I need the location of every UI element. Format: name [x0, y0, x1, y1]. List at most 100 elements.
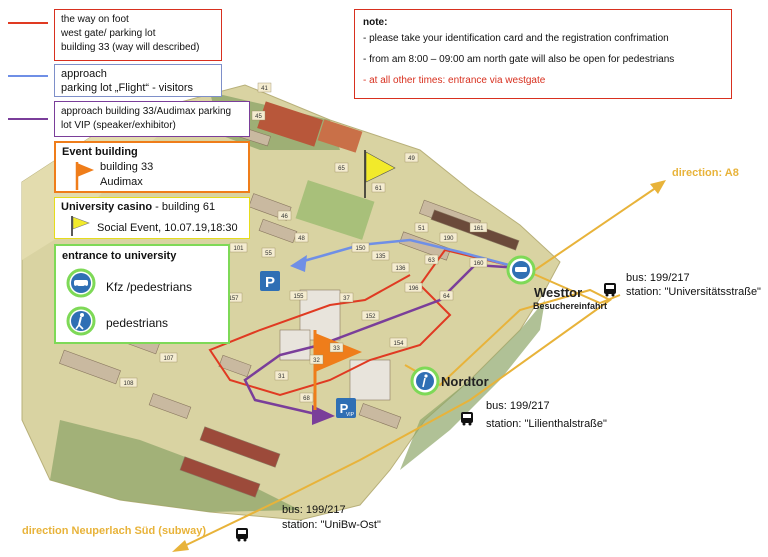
- legend-visitors-line-2: parking lot „Flight“ - visitors: [61, 82, 194, 94]
- legend-event-box: Event building building 33 Audimax: [54, 141, 250, 193]
- legend-vip-line-2: lot VIP (speaker/exhibitor): [61, 120, 176, 131]
- route-vip: [243, 263, 521, 417]
- legend-entrance-pedestrians: pedestrians: [106, 316, 169, 330]
- building-number: 45: [255, 114, 262, 120]
- parking-vip-letter: P: [340, 401, 349, 416]
- building-number-tag: 45: [251, 110, 266, 121]
- building-number-tag: 68: [299, 392, 314, 403]
- pedestrian-entrance-icon: [66, 306, 96, 336]
- westtor-label: Westtor: [534, 285, 582, 300]
- building-number-tag: 135: [371, 250, 390, 261]
- legend-visitors-line: [8, 75, 48, 77]
- building-number-tag: 150: [351, 242, 370, 253]
- building-number: 46: [281, 214, 288, 220]
- westtor-sublabel: Besuchereinfahrt: [533, 301, 607, 311]
- nordtor-walker-body: [422, 377, 426, 388]
- building-number: 107: [163, 356, 174, 362]
- building-number: 48: [298, 236, 305, 242]
- nordtor-label: Nordtor: [441, 374, 489, 389]
- note-item-3: - at all other times: entrance via westg…: [363, 75, 546, 86]
- legend-vip-line-1: approach building 33/Audimax parking: [61, 106, 232, 117]
- note-item-2: - from am 8:00 – 09:00 am north gate wil…: [363, 54, 675, 65]
- parking-visitors-letter: P: [265, 274, 275, 291]
- building-number-tag: 32: [309, 354, 324, 365]
- building-number-tag: 55: [261, 247, 276, 258]
- parking-visitors-sign: [260, 271, 280, 291]
- bus-stop-2-line: bus: 199/217: [486, 400, 550, 412]
- direction-a8-line-2: [534, 184, 661, 271]
- nordtor-walker-head: [424, 374, 428, 378]
- route-visitors: [299, 238, 521, 270]
- legend-foot-line: [8, 22, 48, 24]
- building-number-tag: 46: [277, 210, 292, 221]
- legend-casino-title-row: University casino - building 61: [61, 200, 243, 214]
- parking-vip-label: VIP: [346, 412, 355, 418]
- building-number: 31: [278, 374, 285, 380]
- building-number-tag: 37: [339, 292, 354, 303]
- bus-stop-3-station: station: "UniBw-Ost": [282, 519, 381, 531]
- building-number: 160: [473, 261, 484, 267]
- building-number: 63: [428, 258, 435, 264]
- building-number: 49: [408, 156, 415, 162]
- building-number-tag: 196: [404, 282, 423, 293]
- legend-entrance-title: entrance to university: [62, 250, 177, 262]
- building-number: 61: [375, 186, 382, 192]
- building-number: 101: [233, 246, 244, 252]
- building-number-tag: 64: [439, 290, 454, 301]
- building-number-tag: 136: [391, 262, 410, 273]
- route-visitors-arrow: [290, 255, 307, 272]
- building-number-tag: 108: [119, 377, 138, 388]
- note-title: note:: [363, 17, 388, 28]
- direction-neuperlach-label: direction Neuperlach Süd (subway): [22, 525, 206, 537]
- casino-flag: [365, 151, 396, 183]
- building-number: 136: [395, 266, 406, 272]
- building-number-tag: 33: [329, 342, 344, 353]
- building-number-tag: 63: [424, 254, 439, 265]
- building-number-tag: 31: [274, 370, 289, 381]
- legend-foot-line-1: the way on foot: [61, 14, 129, 25]
- legend-visitors-line-1: approach: [61, 68, 107, 80]
- bus-stop-2-station: station: "Lilienthalstraße": [486, 418, 607, 430]
- building-number-tag: 61: [371, 182, 386, 193]
- note-box: note: - please take your identification …: [354, 9, 732, 99]
- bus-icon: [236, 528, 248, 542]
- building-number-tag: 49: [404, 152, 419, 163]
- building-number-tag: 48: [294, 232, 309, 243]
- building-number: 157: [228, 296, 239, 302]
- bus-stop-1-station: station: "Universitätsstraße": [626, 286, 761, 298]
- building-number: 55: [265, 251, 272, 257]
- event-flag: [315, 333, 362, 372]
- building-number: 37: [343, 296, 350, 302]
- legend-vip-box: approach building 33/Audimax parking lot…: [54, 101, 250, 137]
- building-number: 108: [123, 381, 134, 387]
- woods-east: [400, 300, 545, 470]
- legend-casino-detail: Social Event, 10.07.19,18:30: [97, 222, 238, 234]
- parking-vip-sign: [336, 398, 356, 418]
- route-vip-arrow: [312, 405, 335, 425]
- westtor-car-icon: [515, 267, 527, 272]
- building-number-tag: 161: [469, 222, 488, 233]
- legend-foot-line-2: west gate/ parking lot: [61, 28, 156, 39]
- building-number-tag: 160: [469, 257, 488, 268]
- direction-a8-label: direction: A8: [672, 167, 739, 179]
- building-number-tag: 155: [289, 290, 308, 301]
- building-number-tag: 107: [159, 352, 178, 363]
- building-number-tag: 152: [361, 310, 380, 321]
- event-flag-icon: [75, 162, 94, 190]
- direction-neuperlach-line: [179, 288, 612, 549]
- legend-foot-box: the way on foot west gate/ parking lot b…: [54, 9, 222, 61]
- building-number: 154: [393, 341, 404, 347]
- direction-a8-line: [519, 267, 621, 305]
- legend-entrance-box: entrance to university Kfz /pedestrians …: [54, 244, 230, 344]
- legend-casino-title: University casino: [61, 201, 153, 213]
- bus-stop-3-line: bus: 199/217: [282, 504, 346, 516]
- building-number-tag: 154: [389, 337, 408, 348]
- legend-casino-title-suffix: - building 61: [152, 201, 216, 213]
- green-field: [295, 180, 375, 240]
- building-number: 150: [355, 246, 366, 252]
- bus-icon: [604, 283, 616, 297]
- sports-field: [257, 101, 323, 147]
- building-number-tag: 101: [229, 242, 248, 253]
- building-number: 32: [313, 358, 320, 364]
